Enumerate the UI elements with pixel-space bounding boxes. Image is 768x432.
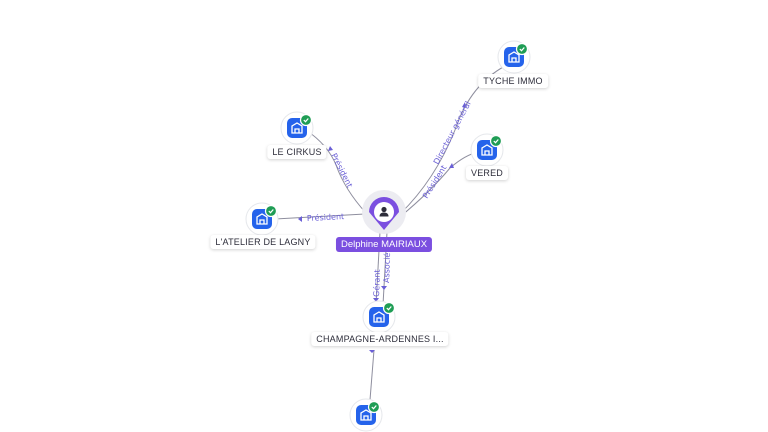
- edge-label-vered: Président: [420, 163, 448, 200]
- person-name-label[interactable]: Delphine MAIRIAUX: [335, 237, 433, 252]
- verified-check-icon: [299, 113, 313, 127]
- building-icon: [508, 51, 520, 63]
- company-node-tyche[interactable]: [497, 40, 531, 74]
- edge-label-cirkus: Président: [329, 151, 355, 189]
- company-node-vered[interactable]: [470, 133, 504, 167]
- building-icon: [360, 409, 372, 421]
- company-node-atelier[interactable]: [245, 202, 279, 236]
- arrow-champagne-1: [373, 298, 379, 302]
- verified-check-icon: [264, 204, 278, 218]
- verified-check-icon: [382, 301, 396, 315]
- person-node[interactable]: [362, 190, 406, 234]
- building-icon: [373, 311, 385, 323]
- edge-arrows: [298, 102, 466, 353]
- edge-vered: [400, 151, 479, 217]
- edge-cirkus: [305, 129, 367, 214]
- verified-check-icon: [489, 134, 503, 148]
- edge-atelier: [274, 213, 366, 220]
- verified-check-icon: [367, 400, 381, 414]
- company-label-atelier[interactable]: L'ATELIER DE LAGNY: [210, 235, 316, 249]
- arrow-bottom: [369, 350, 375, 353]
- arrow-tyche: [462, 102, 466, 108]
- company-node-cirkus[interactable]: [280, 111, 314, 145]
- company-label-cirkus[interactable]: LE CIRKUS: [267, 145, 327, 159]
- arrow-champagne-2: [381, 286, 387, 290]
- edge-bottom: [369, 349, 375, 401]
- building-icon: [291, 122, 303, 134]
- company-node-bottom[interactable]: [349, 398, 383, 432]
- building-icon: [481, 144, 493, 156]
- arrow-cirkus: [328, 146, 333, 151]
- verified-check-icon: [515, 42, 529, 56]
- person-icon: [379, 206, 389, 217]
- edge-label-champagne-1: Gérant: [371, 269, 382, 297]
- building-icon: [256, 213, 268, 225]
- company-label-vered[interactable]: VERED: [465, 166, 509, 180]
- company-label-champagne[interactable]: CHAMPAGNE-ARDENNES I...: [311, 332, 449, 346]
- edge-label-champagne-2: Associé: [381, 252, 392, 283]
- edge-label-atelier: Président: [307, 211, 345, 223]
- arrow-vered: [449, 163, 454, 168]
- arrow-atelier: [298, 216, 302, 222]
- company-label-tyche[interactable]: TYCHE IMMO: [478, 74, 548, 88]
- company-node-champagne[interactable]: [362, 300, 396, 334]
